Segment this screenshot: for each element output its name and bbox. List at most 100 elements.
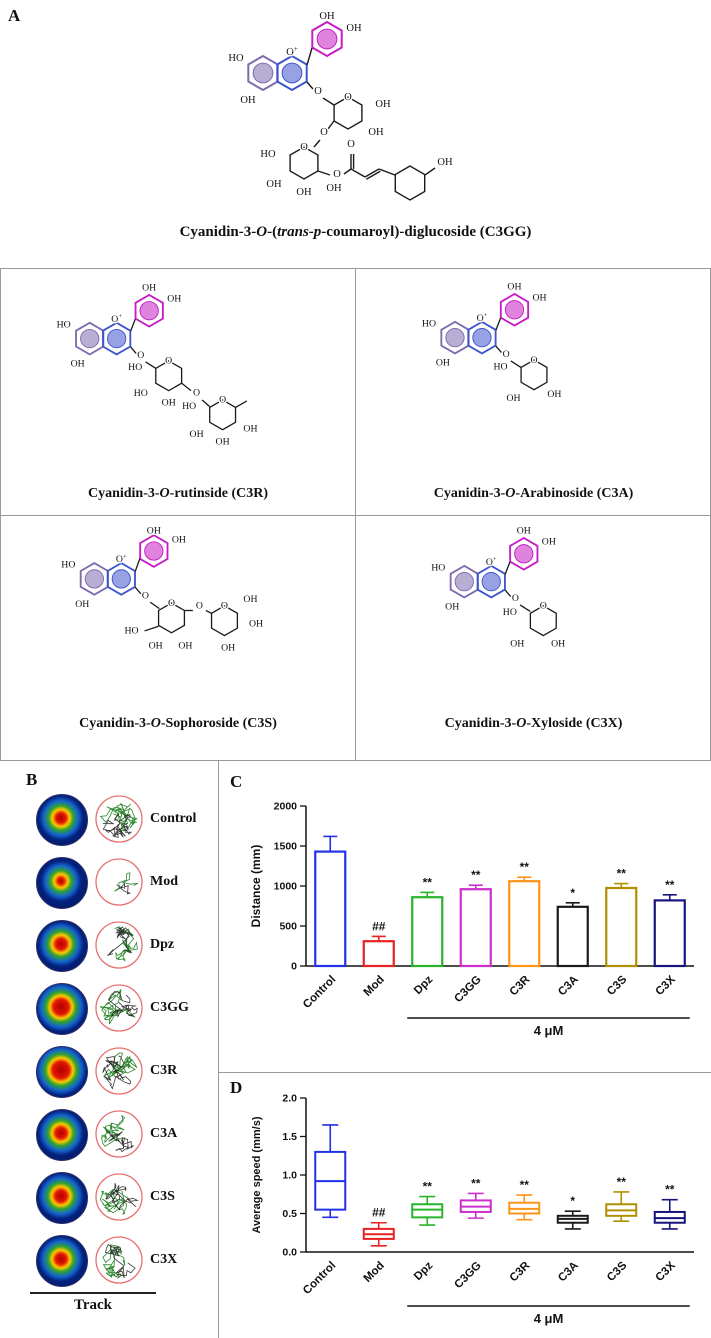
divider-line: [218, 1072, 711, 1073]
aromatic-circle: [481, 572, 501, 592]
sugar-ring: [155, 360, 183, 392]
significance-annotation: *: [570, 886, 575, 900]
atom-label: OH: [542, 537, 556, 548]
atom-label: OH: [375, 99, 391, 110]
x-tick-label: C3R: [508, 973, 533, 998]
sugar-ring: [289, 146, 319, 180]
atom-label: HO: [57, 319, 71, 330]
atom-label: OH: [240, 95, 256, 106]
track-underline: [30, 1292, 156, 1294]
bar-C3A: [556, 905, 589, 968]
significance-annotation: **: [520, 1178, 530, 1192]
atom-label: O+: [477, 312, 488, 324]
bar-C3GG: [459, 888, 492, 968]
significance-annotation: **: [617, 1175, 627, 1189]
atom-label: OH: [243, 424, 257, 435]
bond-line: [313, 139, 321, 148]
swim-track-path: [106, 926, 133, 957]
atom-label: HO: [128, 362, 142, 373]
atom-label: O: [314, 86, 322, 97]
track-arena-circle: [95, 1236, 143, 1284]
significance-annotation: **: [520, 860, 530, 874]
panel-a-label: A: [8, 6, 21, 25]
group-dose-label: 4 μM: [534, 1311, 564, 1326]
aromatic-ring: [139, 534, 169, 568]
aromatic-ring: [509, 536, 539, 571]
atom-label: OH: [142, 282, 156, 293]
atom-label: O: [193, 387, 200, 398]
swim-track-path: [102, 812, 133, 839]
y-tick-label: 1500: [274, 841, 298, 853]
track-arena-circle: [95, 858, 143, 906]
aromatic-ring: [499, 292, 530, 327]
atom-label: O+: [116, 553, 127, 565]
panel-b-label: B: [26, 770, 38, 789]
y-tick-label: 1.0: [282, 1170, 297, 1182]
atom-label: OH: [162, 398, 176, 409]
atom-label: OH: [167, 293, 181, 304]
sugar-ring: [394, 165, 426, 201]
atom-label: O: [165, 356, 172, 367]
atom-label: OH: [216, 437, 230, 448]
bond-line: [424, 167, 436, 176]
atom-label: OH: [326, 183, 342, 194]
locomotion-row-c3gg: C3GG: [0, 983, 218, 1035]
x-tick-label: Mod: [362, 1260, 387, 1285]
locomotion-row-mod: Mod: [0, 857, 218, 909]
x-tick-label: Mod: [362, 974, 387, 999]
heatmap-image: [36, 920, 88, 972]
significance-annotation: **: [471, 1176, 481, 1190]
swim-track-path: [101, 1114, 126, 1147]
swim-track-path: [108, 991, 138, 1018]
atom-label: O: [137, 350, 144, 361]
group-label: C3R: [150, 1063, 178, 1078]
atom-label: OH: [178, 641, 192, 652]
atom-label: HO: [431, 563, 445, 574]
atom-label: O: [512, 593, 519, 604]
y-tick-label: 1.5: [282, 1131, 297, 1143]
box-Dpz: [411, 1203, 444, 1219]
divider-line: [0, 760, 711, 761]
atom-label: O: [344, 92, 352, 103]
heatmap-image: [36, 857, 88, 909]
group-label: Control: [150, 811, 197, 826]
atom-label: OH: [243, 594, 257, 605]
group-label: C3X: [150, 1252, 178, 1267]
bar-Dpz: [411, 896, 444, 968]
bar-C3S: [605, 886, 638, 968]
group-label: Mod: [150, 874, 178, 889]
y-axis-title: Average speed (mm/s): [251, 1116, 263, 1233]
aromatic-circle: [144, 541, 164, 561]
aromatic-circle: [107, 328, 127, 349]
bond-line: [504, 561, 511, 575]
atom-label: O+: [486, 556, 497, 568]
atom-label: OH: [445, 602, 459, 613]
swim-track-path: [102, 1055, 131, 1090]
x-tick-label: C3X: [654, 973, 679, 998]
bond-line: [145, 361, 157, 369]
bar-Control: [314, 850, 347, 968]
locomotion-row-c3r: C3R: [0, 1046, 218, 1098]
atom-label: O: [347, 139, 355, 150]
atom-label: HO: [260, 149, 276, 160]
bond-line: [306, 47, 313, 66]
atom-label: OH: [190, 429, 204, 440]
divider-line: [218, 760, 219, 1338]
bond-line: [235, 400, 248, 408]
x-tick-label: Control: [301, 974, 338, 1011]
bond-line: [350, 168, 366, 178]
x-tick-label: C3S: [605, 1259, 630, 1284]
bond-line: [201, 399, 211, 407]
atom-label: OH: [172, 535, 186, 546]
heatmap-image: [36, 1172, 88, 1224]
bond-line: [205, 609, 212, 614]
aromatic-circle: [281, 62, 303, 84]
aromatic-ring: [311, 20, 343, 58]
sugar-ring: [157, 602, 186, 634]
bond-line: [364, 168, 380, 178]
